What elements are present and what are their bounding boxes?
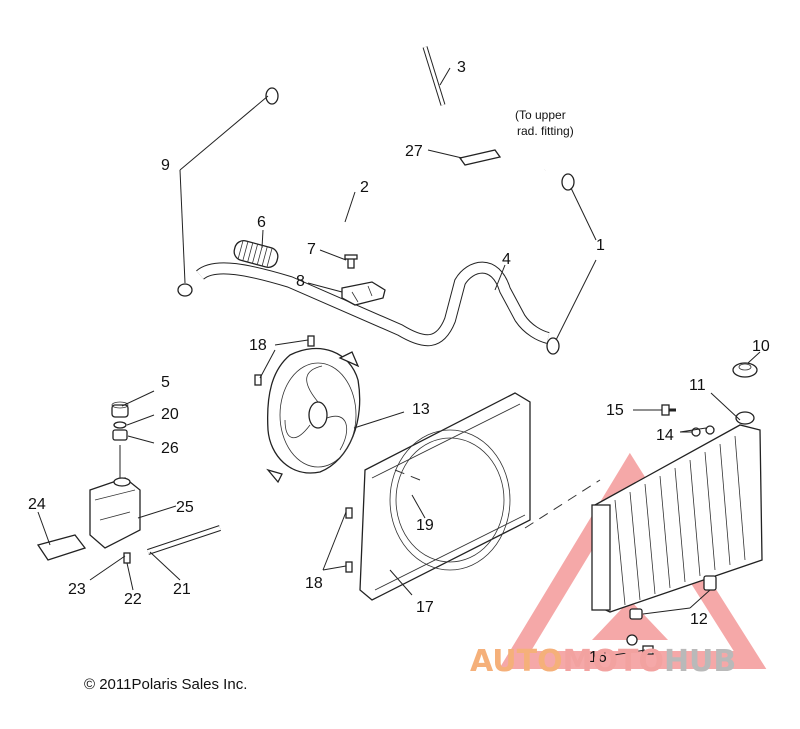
callout-10: 10 — [752, 338, 770, 355]
part-26-neck — [112, 429, 128, 441]
callout-24: 24 — [28, 496, 46, 513]
part-16-drain — [626, 634, 638, 646]
logo-part-hub: HUB — [663, 644, 737, 679]
callout-17: 17 — [416, 599, 434, 616]
part-10-cap — [732, 362, 758, 378]
part-22-fitting — [123, 552, 131, 564]
part-24-bracket — [36, 534, 87, 561]
callout-9: 9 — [161, 157, 170, 174]
callout-21: 21 — [173, 581, 191, 598]
callout-18-b: 18 — [305, 575, 323, 592]
copyright-text: © 2011Polaris Sales Inc. — [84, 676, 248, 693]
callout-13: 13 — [412, 401, 430, 418]
callout-14: 14 — [656, 427, 674, 444]
callout-16: 16 — [589, 649, 607, 666]
hose-4 — [196, 261, 550, 347]
part-20-oring — [113, 421, 127, 429]
callout-23: 23 — [68, 581, 86, 598]
note-line-1: (To upper — [515, 108, 566, 122]
callout-4: 4 — [502, 251, 511, 268]
part-17-shroud — [359, 392, 531, 601]
part-15-bolt — [661, 404, 676, 416]
hose-2 — [271, 89, 547, 275]
part-25-reservoir — [89, 477, 141, 549]
callout-18-a: 18 — [249, 337, 267, 354]
part-11-radiator — [591, 411, 763, 613]
callout-15: 15 — [606, 402, 624, 419]
part-21-tube — [147, 525, 221, 555]
part-27-tag — [458, 149, 502, 166]
callout-19: 19 — [416, 517, 434, 534]
callout-1: 1 — [596, 237, 605, 254]
watermark-logo: AUTOMOTOHUB — [470, 644, 736, 679]
part-14-nut — [691, 425, 715, 437]
callout-26: 26 — [161, 440, 179, 457]
callout-6: 6 — [257, 214, 266, 231]
callout-20: 20 — [161, 406, 179, 423]
callout-5: 5 — [161, 374, 170, 391]
part-7-bolt — [344, 254, 358, 269]
hose-clamp — [177, 87, 575, 355]
logo-part-auto: AUTO — [470, 644, 563, 679]
part-6-sleeve — [233, 240, 279, 268]
callout-8: 8 — [296, 273, 305, 290]
callout-3: 3 — [457, 59, 466, 76]
part-5-cap — [111, 401, 129, 418]
callout-11: 11 — [689, 377, 706, 394]
note-line-2: rad. fitting) — [517, 124, 574, 138]
callout-22: 22 — [124, 591, 142, 608]
part-12-plug — [629, 575, 717, 620]
part-13-fan — [266, 347, 361, 484]
part-3-strap — [422, 46, 446, 106]
leader-lines — [37, 67, 761, 656]
callout-2: 2 — [360, 179, 369, 196]
callout-7: 7 — [307, 241, 316, 258]
callout-27: 27 — [405, 143, 423, 160]
logo-part-moto: MOTO — [562, 644, 664, 679]
part-8-bracket — [341, 281, 386, 306]
callout-25: 25 — [176, 499, 194, 516]
callout-labels: 1 2 3 4 5 6 7 8 9 10 11 12 13 14 15 16 1… — [28, 59, 770, 666]
callout-12: 12 — [690, 611, 708, 628]
